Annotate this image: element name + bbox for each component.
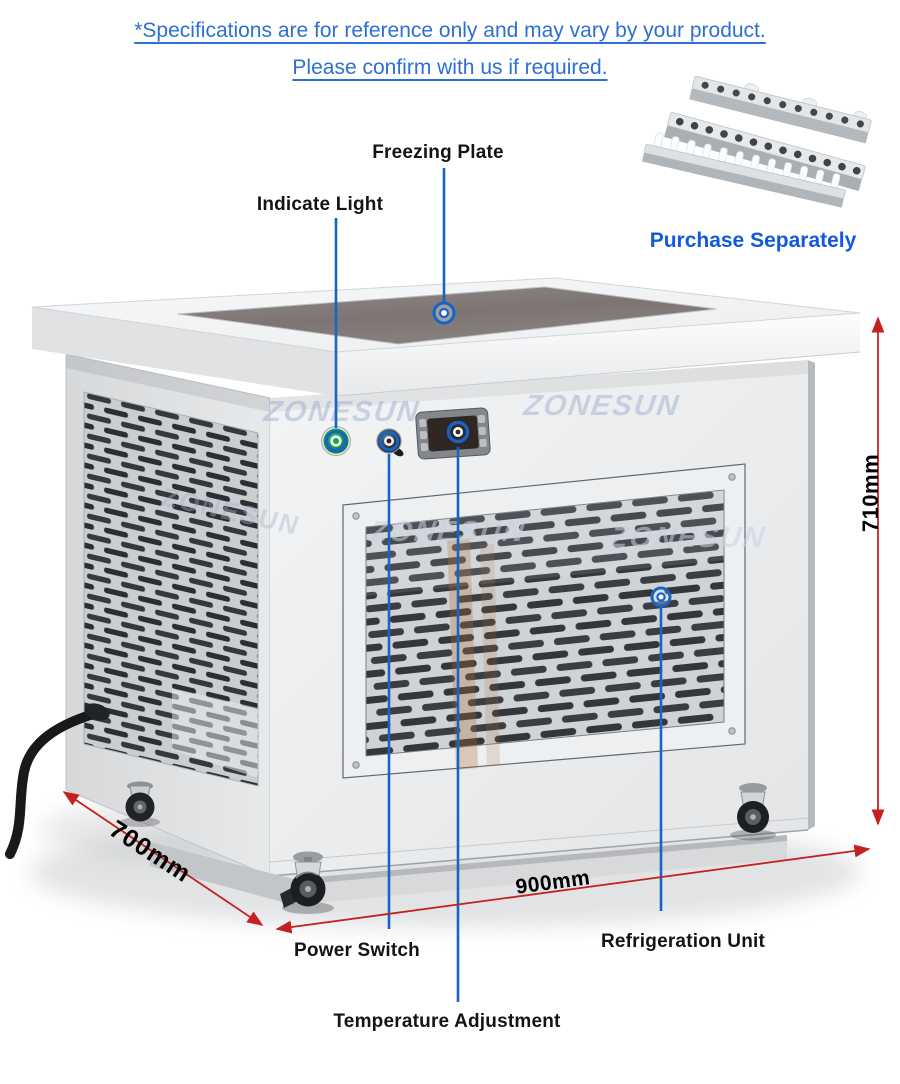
power-cord <box>5 703 110 859</box>
accessory-peg-bar <box>641 132 846 208</box>
panel-screw <box>352 512 360 520</box>
panel-screw <box>728 727 736 735</box>
caster-front-right <box>730 783 776 841</box>
machine-left-side <box>65 353 271 877</box>
spec-note-line1: *Specifications are for reference only a… <box>134 19 766 42</box>
height-dimension-label: 710mm <box>858 453 883 533</box>
temperature-adjustment-label: Temperature Adjustment <box>333 1011 561 1032</box>
indicate-light-label: Indicate Light <box>256 194 384 215</box>
accessory-bars <box>641 76 872 208</box>
side-grille <box>83 391 259 787</box>
front-grille-panel <box>342 463 746 779</box>
accessory-drilled-bar-1 <box>689 76 872 144</box>
purchase-separately-label: Purchase Separately <box>649 229 857 252</box>
spec-note-line2: Please confirm with us if required. <box>292 56 608 79</box>
refrigeration-unit-label: Refrigeration Unit <box>600 931 766 952</box>
panel-screw <box>728 473 736 481</box>
spec-note: *Specifications are for reference only a… <box>0 12 900 86</box>
accessory-drilled-bar-2 <box>664 112 866 192</box>
temperature-controller <box>415 407 491 460</box>
condenser-coil <box>447 538 478 770</box>
power-switch-label: Power Switch <box>294 940 420 961</box>
indicator-light <box>321 426 351 456</box>
refrigeration-grille <box>365 489 725 757</box>
panel-screw <box>352 761 360 769</box>
freezing-plate-label: Freezing Plate <box>372 142 504 163</box>
